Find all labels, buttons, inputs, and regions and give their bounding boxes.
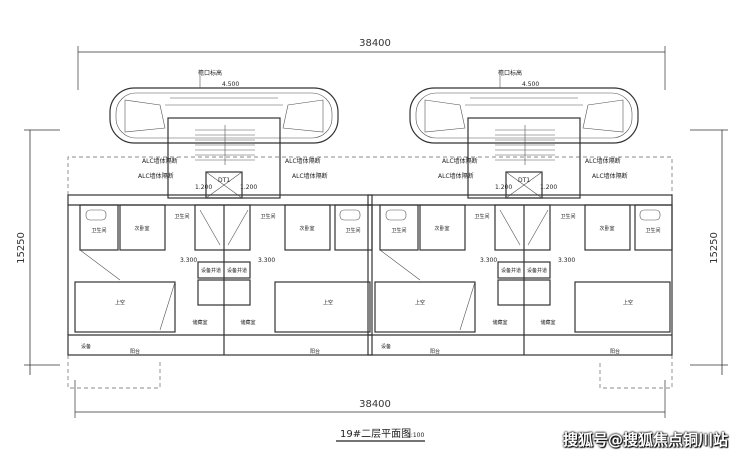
elevator-label: DT1 [218, 177, 230, 184]
room-balcony: 阳台 [610, 348, 620, 355]
right-dimension-text: 15250 [709, 232, 720, 264]
room-storage: 储藏室 [540, 319, 555, 326]
watermark: 搜狐号@搜狐焦点铜川站 [562, 431, 728, 449]
elevation-floor: 3.300 [258, 257, 275, 264]
room-bathroom: 卫生间 [260, 213, 275, 220]
alc-label: ALC墙体隔断 [142, 157, 178, 165]
side-dimension-lines: 15250 15250 [16, 129, 728, 375]
roof-note: 檐口标高 [498, 69, 522, 77]
room-bathroom: 卫生间 [391, 227, 406, 234]
room-pipe: 设备井道 [227, 267, 247, 274]
drawing-title: 19#二层平面图 1:100 [336, 428, 425, 442]
elevator [505, 171, 543, 199]
room-storage: 储藏室 [492, 319, 507, 326]
unit-outline [367, 194, 673, 356]
room-equipment: 设备 [381, 343, 391, 350]
room-bathroom: 卫生间 [474, 213, 489, 220]
elev-mark-left: 1.200 [195, 184, 212, 191]
elevation-floor: 3.300 [180, 257, 197, 264]
alc-label: ALC墙体隔断 [292, 172, 328, 180]
roof-note: 檐口标高 [198, 69, 222, 77]
room-storage: 储藏室 [192, 319, 207, 326]
room-bedroom: 次卧室 [134, 225, 149, 232]
room-pipe: 设备井道 [527, 267, 547, 274]
room-bathroom: 卫生间 [91, 227, 106, 234]
room-bedroom: 次卧室 [434, 225, 449, 232]
room-bathroom: 卫生间 [345, 227, 360, 234]
room-pipe: 设备井道 [501, 267, 521, 274]
elevator-label: DT1 [518, 177, 530, 184]
roof-outline-dashed [67, 156, 673, 195]
elev-mark-left: 1.200 [495, 184, 512, 191]
room-void: 上空 [623, 299, 633, 306]
room-balcony: 阳台 [130, 348, 140, 355]
alc-label: ALC墙体隔断 [138, 172, 174, 180]
canopy [109, 87, 339, 144]
room-bedroom: 次卧室 [599, 225, 614, 232]
elev-mark-right: 1.200 [240, 184, 257, 191]
elevation-floor: 3.300 [558, 257, 575, 264]
title-text: 19#二层平面图 [340, 428, 411, 440]
unit-outline [67, 194, 373, 356]
elevation-floor: 3.300 [480, 257, 497, 264]
room-storage: 储藏室 [240, 319, 255, 326]
room-balcony: 阳台 [430, 348, 440, 355]
bottom-dimension-text: 38400 [359, 399, 391, 410]
elevation-roof: 4.500 [222, 81, 239, 88]
room-bathroom: 卫生间 [174, 213, 189, 220]
alc-label: ALC墙体隔断 [285, 157, 321, 165]
top-dimension-text: 38400 [359, 38, 391, 49]
alc-label: ALC墙体隔断 [438, 172, 474, 180]
unit-module: 檐口标高 4.500 DT1 1.200 1.200 ALC墙体隔断 ALC墙体… [67, 69, 373, 356]
alc-label: ALC墙体隔断 [592, 172, 628, 180]
top-dimension-line: 38400 [77, 38, 666, 90]
elev-mark-right: 1.200 [540, 184, 557, 191]
unit-module-right: 檐口标高 4.500 DT1 1.200 1.200 ALC墙体隔断 ALC墙体… [367, 69, 673, 356]
elevation-roof: 4.500 [522, 81, 539, 88]
left-dimension-text: 15250 [16, 232, 27, 264]
title-scale: 1:100 [407, 432, 424, 439]
room-pipe: 设备井道 [201, 267, 221, 274]
room-bedroom: 次卧室 [299, 225, 314, 232]
room-void: 上空 [115, 299, 125, 306]
bottom-dimension-line: 38400 [74, 380, 666, 418]
alc-label: ALC墙体隔断 [585, 157, 621, 165]
room-equipment: 设备 [81, 343, 91, 350]
room-balcony: 阳台 [310, 348, 320, 355]
elevator [205, 171, 243, 199]
canopy [409, 87, 639, 144]
room-void: 上空 [323, 299, 333, 306]
room-bathroom: 卫生间 [560, 213, 575, 220]
room-void: 上空 [415, 299, 425, 306]
alc-label: ALC墙体隔断 [442, 157, 478, 165]
base-outline-dashed [67, 355, 673, 389]
room-bathroom: 卫生间 [645, 227, 660, 234]
